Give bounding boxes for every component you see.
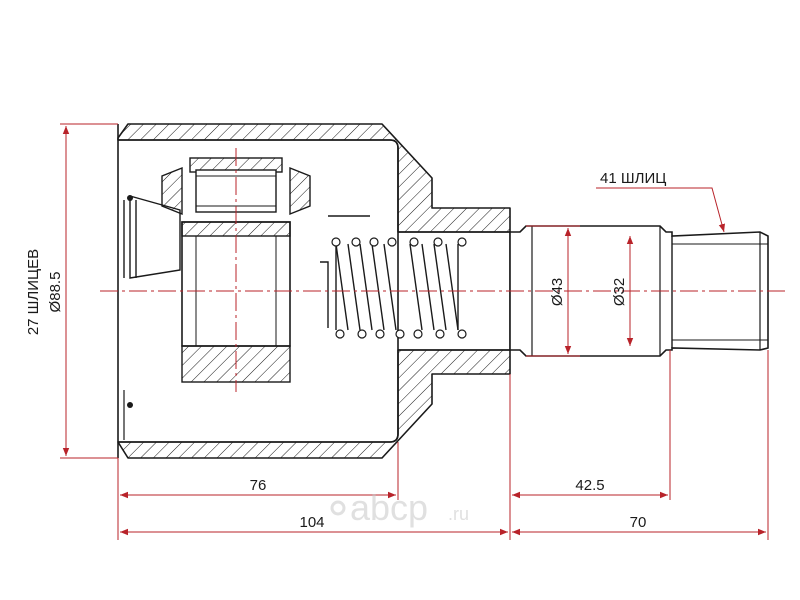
watermark-mark-icon — [330, 500, 346, 516]
centerlines — [100, 148, 785, 392]
upper-roller-left-ball — [161, 166, 183, 216]
upper-roller-right-ball — [289, 166, 311, 216]
spring-end-coils — [331, 237, 467, 339]
dimension-labels: 76 104 42.5 70 41 ШЛИЦ Ø43 Ø32 Ø88.5 27 … — [25, 170, 666, 531]
dim-88-5-label: Ø88.5 — [47, 272, 64, 313]
spline-count-shaft-label: 41 ШЛИЦ — [600, 170, 666, 187]
dim-32-label: Ø32 — [611, 278, 628, 306]
dim-70-label: 70 — [630, 514, 647, 531]
left-retainer — [129, 195, 181, 279]
watermark-logo: abcp .ru — [330, 487, 469, 528]
left-lower-pin — [127, 402, 133, 408]
watermark-name: abcp — [350, 487, 428, 528]
spline-leader — [596, 187, 725, 233]
dimension-lines — [60, 123, 769, 540]
compression-spring — [335, 243, 459, 331]
spline-count-housing-label: 27 ШЛИЦЕВ — [25, 249, 42, 335]
dim-42-5-label: 42.5 — [575, 477, 604, 494]
dim-76-label: 76 — [250, 477, 267, 494]
left-upper-pin — [127, 195, 133, 201]
dim-43-label: Ø43 — [549, 278, 566, 306]
watermark-suffix: .ru — [448, 504, 469, 524]
dim-104-label: 104 — [299, 514, 324, 531]
